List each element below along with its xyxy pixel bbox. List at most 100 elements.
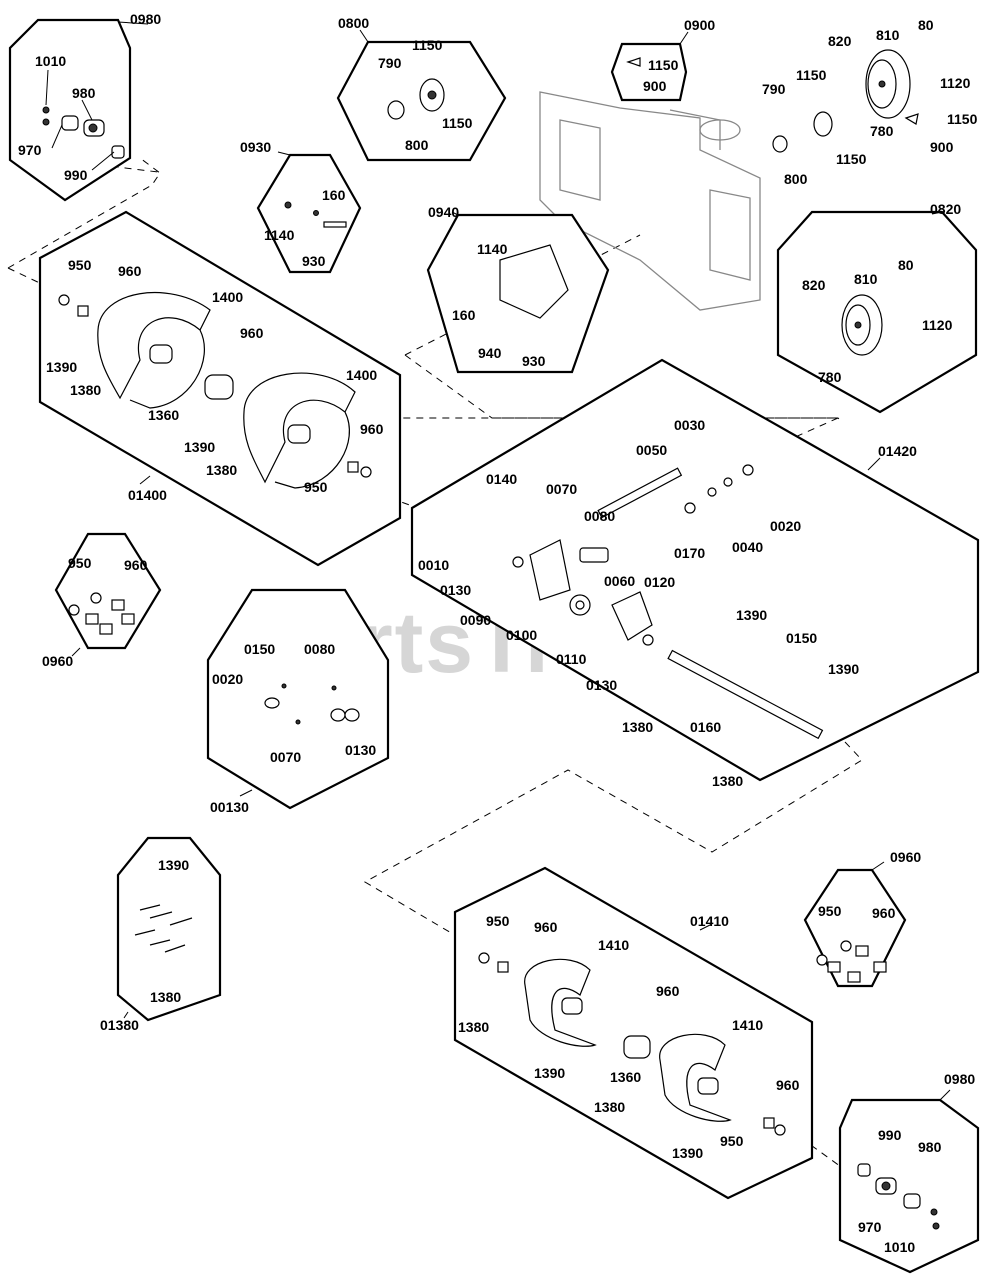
label-1150: 1150 <box>836 151 867 167</box>
label-0090: 0090 <box>460 612 491 628</box>
group-01420-outline <box>410 358 980 782</box>
label-960: 960 <box>776 1077 800 1093</box>
label-990: 990 <box>64 167 88 183</box>
label-1150: 1150 <box>648 57 679 73</box>
label-930: 930 <box>302 253 326 269</box>
group-label-0960-left: 0960 <box>42 653 73 669</box>
label-80: 80 <box>898 257 914 273</box>
auger-flight-right <box>243 372 356 489</box>
label-1380: 1380 <box>622 719 653 735</box>
label-1150: 1150 <box>947 111 978 127</box>
washer-950 <box>58 294 70 306</box>
label-1380: 1380 <box>206 462 237 478</box>
label-940: 940 <box>478 345 502 361</box>
bolt <box>284 201 292 209</box>
label-1390: 1390 <box>158 857 189 873</box>
label-0130: 0130 <box>586 677 617 693</box>
group-label-0960-right: 0960 <box>890 849 921 865</box>
group-label-0980-top: 0980 <box>130 11 161 27</box>
label-1150: 1150 <box>442 115 473 131</box>
label-1150: 1150 <box>796 67 827 83</box>
label-900: 900 <box>643 78 667 94</box>
group-label-0800: 0800 <box>338 15 369 31</box>
label-0110: 0110 <box>556 651 587 667</box>
label-1010: 1010 <box>35 53 66 69</box>
label-1380: 1380 <box>458 1019 489 1035</box>
label-790: 790 <box>762 81 786 97</box>
label-780: 780 <box>818 369 842 385</box>
label-980: 980 <box>918 1139 942 1155</box>
guide-0980-top <box>7 157 161 269</box>
ribbon-auger-left <box>524 958 597 1047</box>
label-960: 960 <box>656 983 680 999</box>
pin <box>323 221 347 228</box>
label-960: 960 <box>872 905 896 921</box>
label-1390: 1390 <box>534 1065 565 1081</box>
group-label-0930: 0930 <box>240 139 271 155</box>
label-790: 790 <box>378 55 402 71</box>
label-960: 960 <box>534 919 558 935</box>
chute-bracket <box>499 244 569 319</box>
label-980: 980 <box>72 85 96 101</box>
label-0100: 0100 <box>506 627 537 643</box>
label-0080: 0080 <box>584 508 615 524</box>
wheel-assembly-top <box>772 49 919 153</box>
label-1360: 1360 <box>610 1069 641 1085</box>
label-0060: 0060 <box>604 573 635 589</box>
group-0960-right-outline <box>803 868 907 988</box>
spacer-1360 <box>204 374 234 400</box>
leader <box>117 21 149 25</box>
label-1010: 1010 <box>884 1239 915 1255</box>
label-950: 950 <box>818 903 842 919</box>
group-00130-outline <box>206 588 390 810</box>
label-990: 990 <box>878 1127 902 1143</box>
label-1120: 1120 <box>940 75 971 91</box>
label-0050: 0050 <box>636 442 667 458</box>
label-1380: 1380 <box>712 773 743 789</box>
label-0120: 0120 <box>644 574 675 590</box>
bearing-hub-assembly-top <box>42 106 125 159</box>
label-1380: 1380 <box>594 1099 625 1115</box>
label-1390: 1390 <box>46 359 77 375</box>
label-0130: 0130 <box>440 582 471 598</box>
label-1380: 1380 <box>70 382 101 398</box>
label-1390: 1390 <box>672 1145 703 1161</box>
group-label-01420: 01420 <box>878 443 917 459</box>
label-1410: 1410 <box>598 937 629 953</box>
label-0020: 0020 <box>212 671 243 687</box>
label-0020: 0020 <box>770 518 801 534</box>
label-800: 800 <box>784 171 808 187</box>
label-950: 950 <box>68 257 92 273</box>
label-1400: 1400 <box>346 367 377 383</box>
label-0160: 0160 <box>690 719 721 735</box>
auger-flight-left <box>97 291 211 409</box>
label-0070: 0070 <box>270 749 301 765</box>
clip-900 <box>626 57 641 67</box>
gearbox-assembly <box>512 464 824 740</box>
auger-housing-frame <box>539 91 761 311</box>
group-label-01400: 01400 <box>128 487 167 503</box>
label-0130: 0130 <box>345 742 376 758</box>
label-960: 960 <box>124 557 148 573</box>
group-label-01380: 01380 <box>100 1017 139 1033</box>
label-1360: 1360 <box>148 407 179 423</box>
label-1140: 1140 <box>264 227 295 243</box>
label-950: 950 <box>304 479 328 495</box>
label-1390: 1390 <box>736 607 767 623</box>
label-810: 810 <box>876 27 900 43</box>
label-800: 800 <box>405 137 429 153</box>
label-0140: 0140 <box>486 471 517 487</box>
bushing-960 <box>77 305 89 317</box>
group-0930-outline <box>256 153 362 274</box>
label-950: 950 <box>68 555 92 571</box>
label-0030: 0030 <box>674 417 705 433</box>
bearing-flange-0800 <box>387 78 445 120</box>
label-0010: 0010 <box>418 557 449 573</box>
label-1150: 1150 <box>412 37 443 53</box>
label-960: 960 <box>240 325 264 341</box>
label-950: 950 <box>486 913 510 929</box>
spacer-1360-lower <box>623 1035 651 1059</box>
label-0040: 0040 <box>732 539 763 555</box>
